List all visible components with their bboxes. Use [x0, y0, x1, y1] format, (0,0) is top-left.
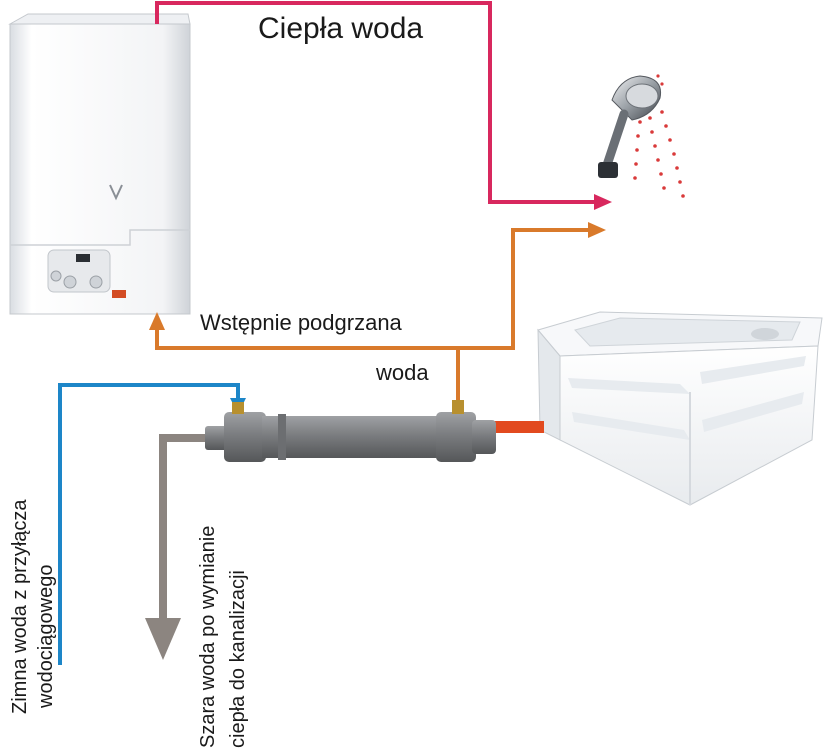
boiler-icon: [8, 13, 191, 315]
grey-water-label-line2: ciepła do kanalizacji: [227, 570, 249, 748]
grey-water-pipe: [159, 434, 215, 620]
shower-tray-icon: [537, 311, 823, 506]
preheated-water-arrow-boiler: [149, 312, 165, 330]
cold-water-label-line2: wodociągowego: [35, 564, 57, 708]
preheated-water-arrow-shower: [588, 222, 606, 238]
preheated-water-label-line2: woda: [376, 360, 429, 385]
grey-water-label: Szara woda po wymianie: [197, 525, 219, 748]
shower-head-icon: [598, 74, 685, 198]
hot-water-label: Ciepła woda: [258, 12, 424, 45]
preheated-water-pipe: [155, 228, 594, 400]
cold-water-label: Zimna woda z przyłącza: [9, 499, 31, 714]
hot-water-arrow: [594, 194, 612, 210]
drain-connector: [492, 421, 544, 433]
cold-water-pipe: [58, 383, 240, 665]
preheated-water-label: Wstępnie podgrzana: [200, 310, 402, 335]
hot-water-pipe: [155, 1, 600, 204]
grey-water-arrow: [145, 618, 181, 660]
heat-exchanger-icon: [205, 400, 496, 462]
